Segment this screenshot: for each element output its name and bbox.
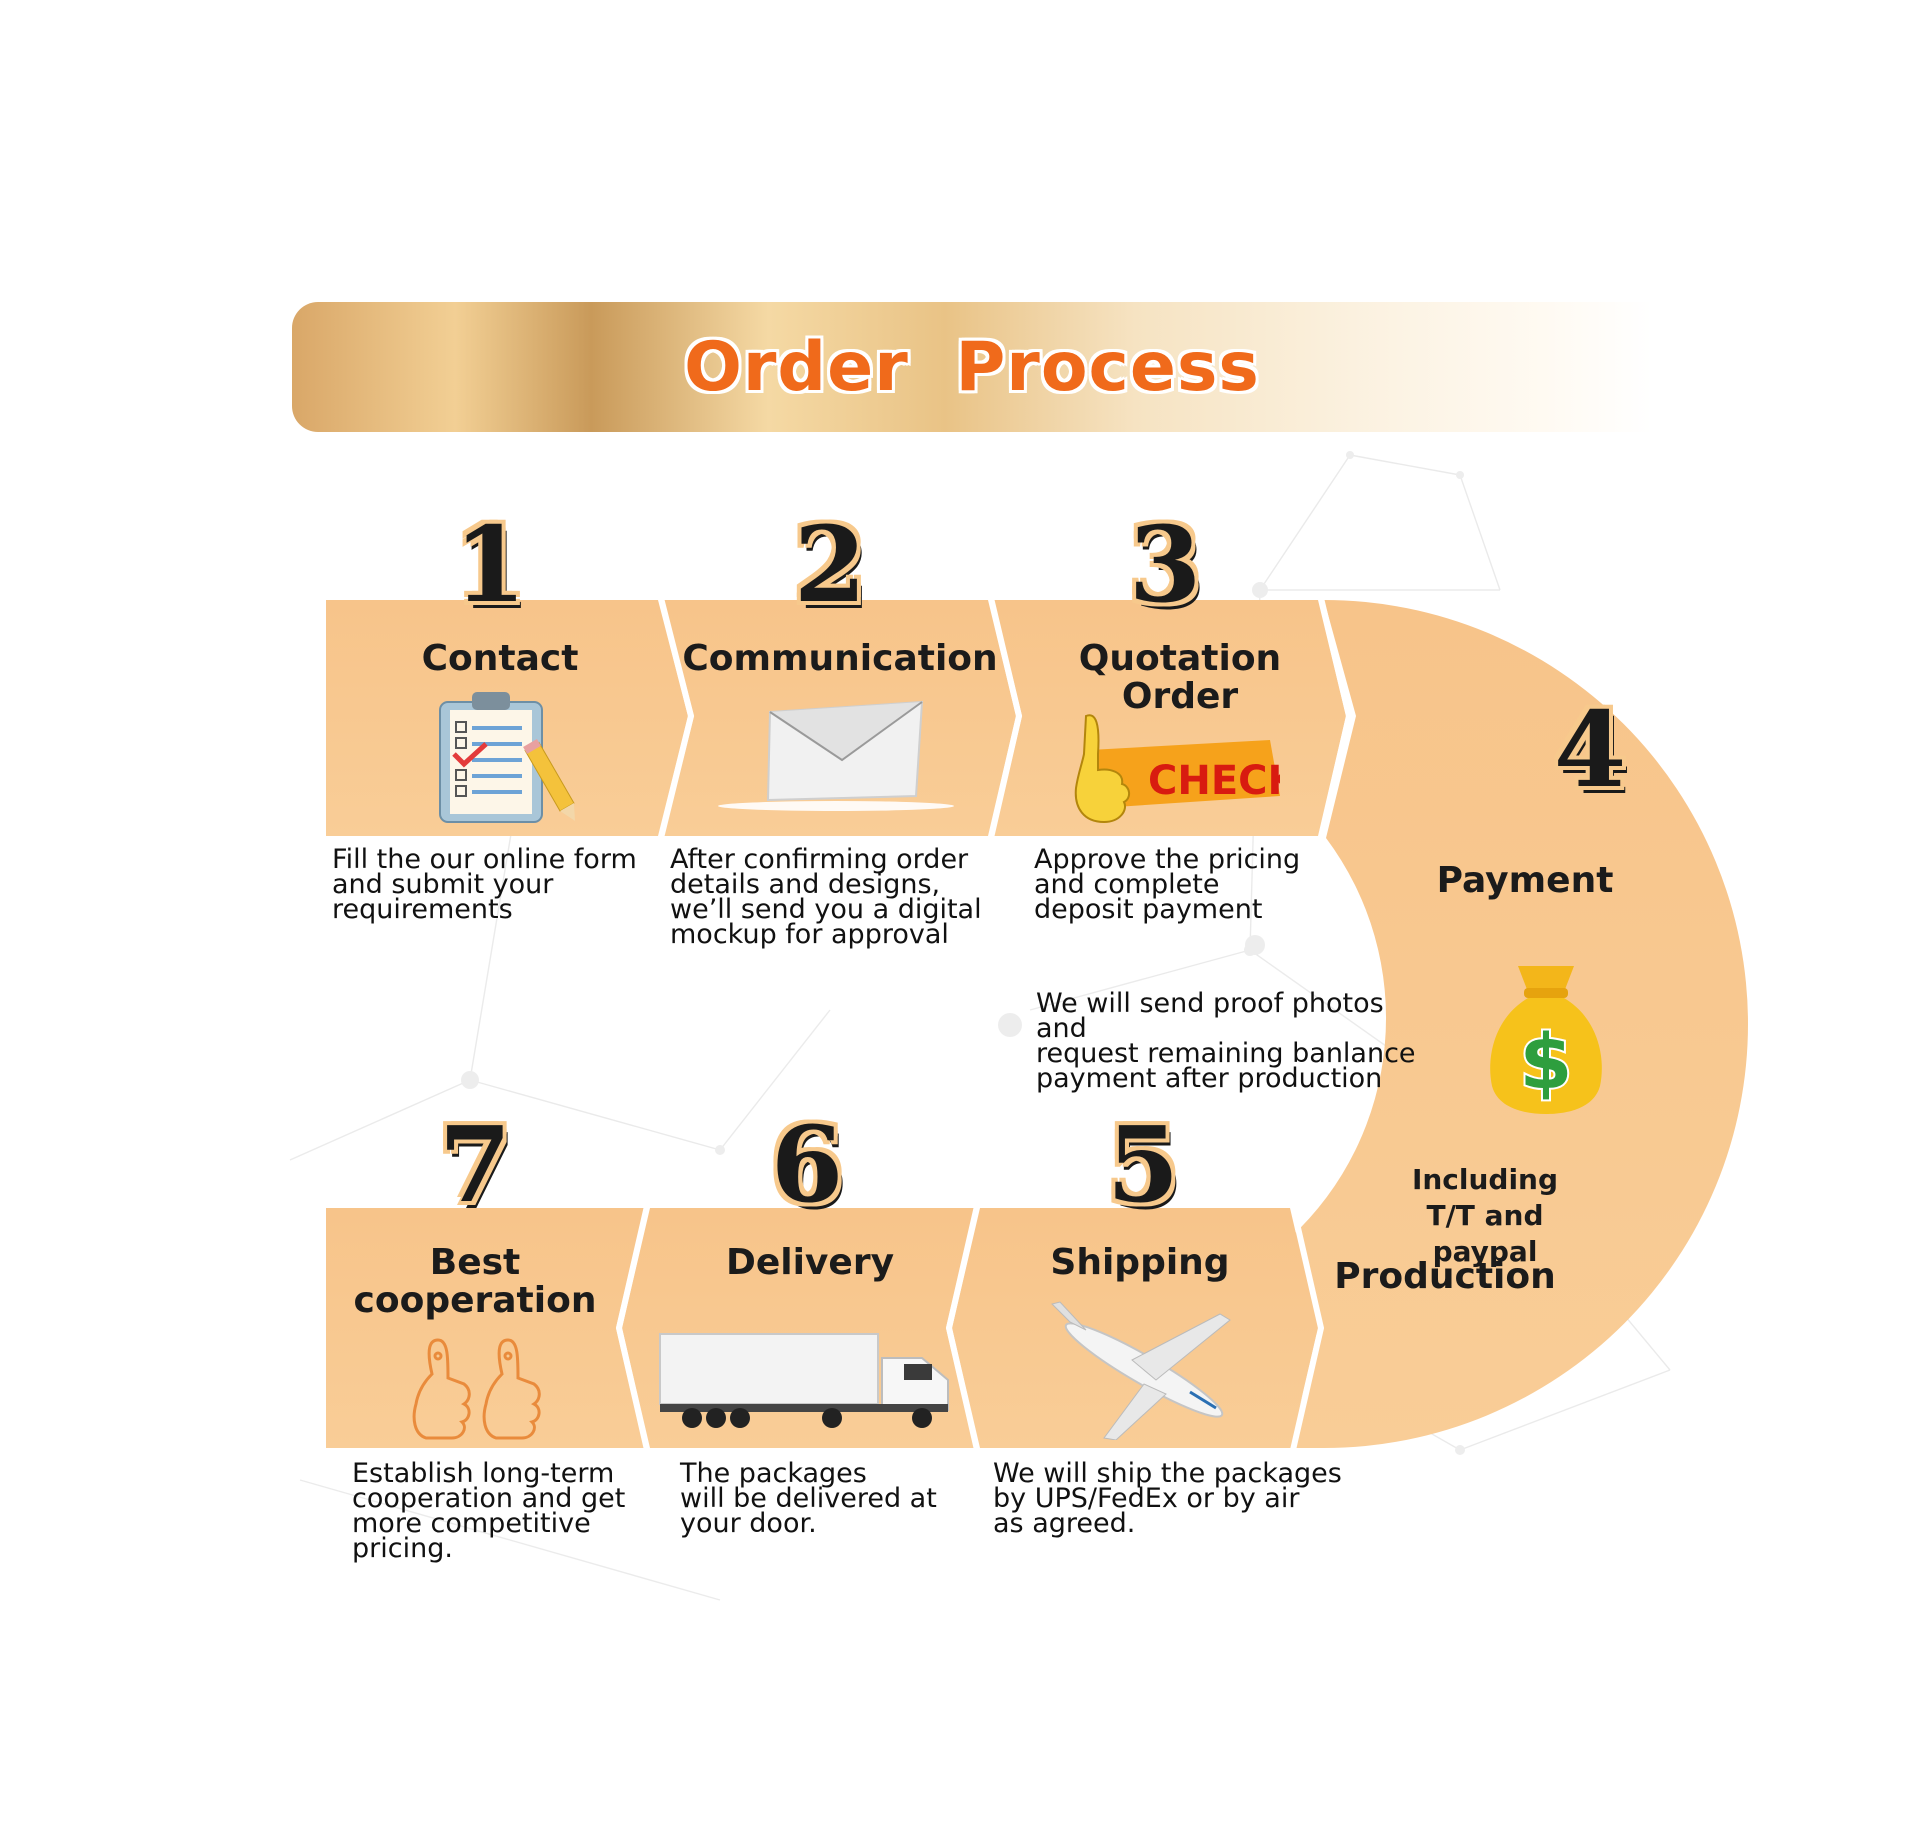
- step-desc-shipping: We will ship the packages by UPS/FedEx o…: [993, 1458, 1342, 1539]
- clipboard-checklist-icon: [439, 692, 575, 823]
- page-title: Order Process: [684, 327, 1260, 407]
- step-number-4: 4: [1553, 688, 1627, 811]
- step-desc-contact: Fill the our online form and submit your…: [332, 844, 637, 925]
- band-segment-best-cooperation: [326, 1208, 644, 1448]
- step-desc-best-cooperation: Establish long-term cooperation and get …: [352, 1458, 626, 1564]
- step-number-5: 5: [1106, 1103, 1180, 1226]
- step-number-1: 1: [453, 503, 527, 626]
- check-badge-text: CHECK: [1148, 758, 1280, 804]
- step-title-payment: Payment: [1436, 860, 1614, 901]
- svg-text:$: $: [1520, 1017, 1573, 1106]
- step-number-7: 7: [438, 1103, 512, 1226]
- money-bag-icon: $: [1490, 966, 1602, 1114]
- payment-methods-note: Including T/T and paypal: [1411, 1163, 1559, 1268]
- step-number-3: 3: [1128, 503, 1202, 626]
- step-number-6: 6: [770, 1103, 844, 1226]
- step-title-shipping: Shipping: [1050, 1242, 1230, 1283]
- step-desc-delivery: The packages will be delivered at your d…: [680, 1458, 937, 1539]
- title-banner: Order Process: [292, 302, 1652, 432]
- step-number-2: 2: [793, 503, 867, 626]
- step-desc-communication: After confirming order details and desig…: [670, 844, 982, 950]
- truck-icon: [659, 1333, 949, 1428]
- step-title-production: Production: [1334, 1256, 1556, 1297]
- step-desc-payment: We will send proof photos and request re…: [1036, 988, 1416, 1094]
- band-segment-shipping: [952, 1208, 1318, 1448]
- step-title-quotation-order: Quotation Order: [1078, 638, 1282, 717]
- check-hand-icon: CHECK: [1074, 714, 1280, 824]
- step-title-best-cooperation: Best cooperation: [353, 1242, 597, 1321]
- airplane-icon: [1051, 1301, 1231, 1440]
- step-title-communication: Communication: [682, 638, 998, 679]
- step-title-contact: Contact: [421, 638, 579, 679]
- step-desc-quotation-order: Approve the pricing and complete deposit…: [1034, 844, 1301, 925]
- envelope-icon: [718, 700, 954, 811]
- thumbs-up-icon: [412, 1338, 541, 1440]
- step-title-delivery: Delivery: [725, 1242, 895, 1283]
